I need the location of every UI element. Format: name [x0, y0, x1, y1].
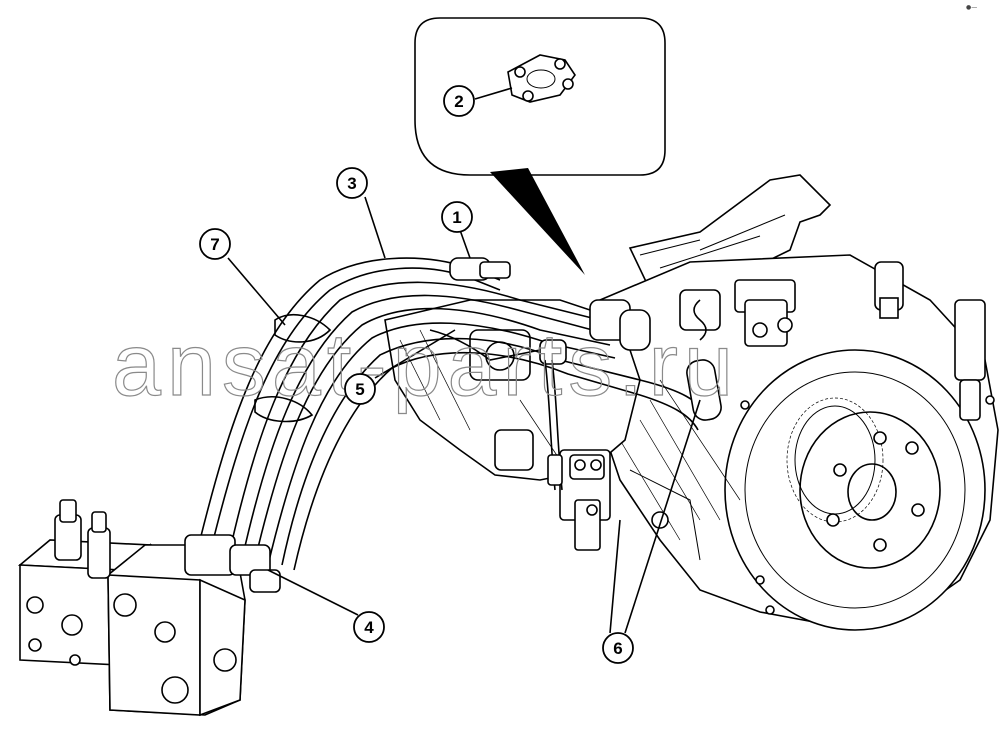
leader-4: [267, 569, 359, 616]
callout-4: 4: [353, 611, 385, 643]
callout-7-label: 7: [210, 235, 219, 254]
hydraulic-pump: [384, 299, 669, 551]
callout-5: 5: [344, 373, 376, 405]
callout-3: 3: [336, 167, 368, 199]
leader-5: [374, 329, 456, 379]
callout-3-label: 3: [347, 174, 356, 193]
leader-6b: [624, 399, 701, 634]
callout-7: 7: [199, 228, 231, 260]
callout-1-label: 1: [452, 208, 461, 227]
corner-mark: ●—: [966, 4, 977, 11]
callout-6-label: 6: [613, 639, 622, 658]
callout-2: 2: [443, 85, 475, 117]
callout-5-label: 5: [355, 380, 364, 399]
leader-7: [227, 257, 286, 326]
callout-2-label: 2: [454, 92, 463, 111]
leader-6a: [609, 519, 621, 634]
transmission-housing: [599, 174, 999, 631]
callout-1: 1: [441, 201, 473, 233]
detail-inset: [414, 17, 666, 275]
control-valve-block: [17, 499, 281, 717]
leader-3: [364, 196, 386, 259]
leader-1: [459, 229, 471, 259]
watermark-text: ansat-parts.ru: [112, 315, 739, 414]
callout-6: 6: [602, 632, 634, 664]
callout-4-label: 4: [364, 618, 374, 637]
hose-bundle: [199, 257, 722, 571]
leader-lines: [227, 87, 701, 634]
leader-2: [474, 87, 513, 100]
